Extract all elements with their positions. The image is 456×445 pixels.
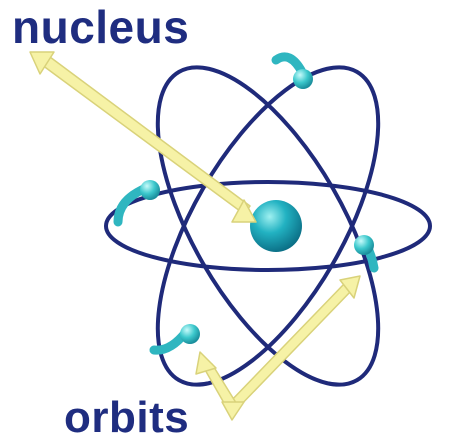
electron-left bbox=[140, 180, 160, 200]
electron-right bbox=[354, 235, 374, 255]
orbit-pointer-arrow-left bbox=[195, 351, 245, 421]
orbit-horizontal bbox=[104, 180, 432, 272]
nucleus-sphere bbox=[250, 200, 302, 252]
electron-top bbox=[293, 69, 313, 89]
orbit-tilted-left bbox=[155, 65, 381, 387]
electron-bottom bbox=[180, 324, 200, 344]
orbits-label: orbits bbox=[64, 393, 190, 442]
orbit-pointer-arrow-right bbox=[227, 275, 361, 411]
electrons-group bbox=[140, 69, 374, 344]
orbit-tilted-right bbox=[155, 65, 381, 387]
orbits-group bbox=[104, 65, 432, 387]
arrows-group bbox=[29, 51, 361, 421]
nucleus-label: nucleus bbox=[12, 1, 190, 53]
nucleus-pointer-arrow bbox=[29, 51, 257, 223]
electron-trail-top bbox=[271, 52, 307, 77]
